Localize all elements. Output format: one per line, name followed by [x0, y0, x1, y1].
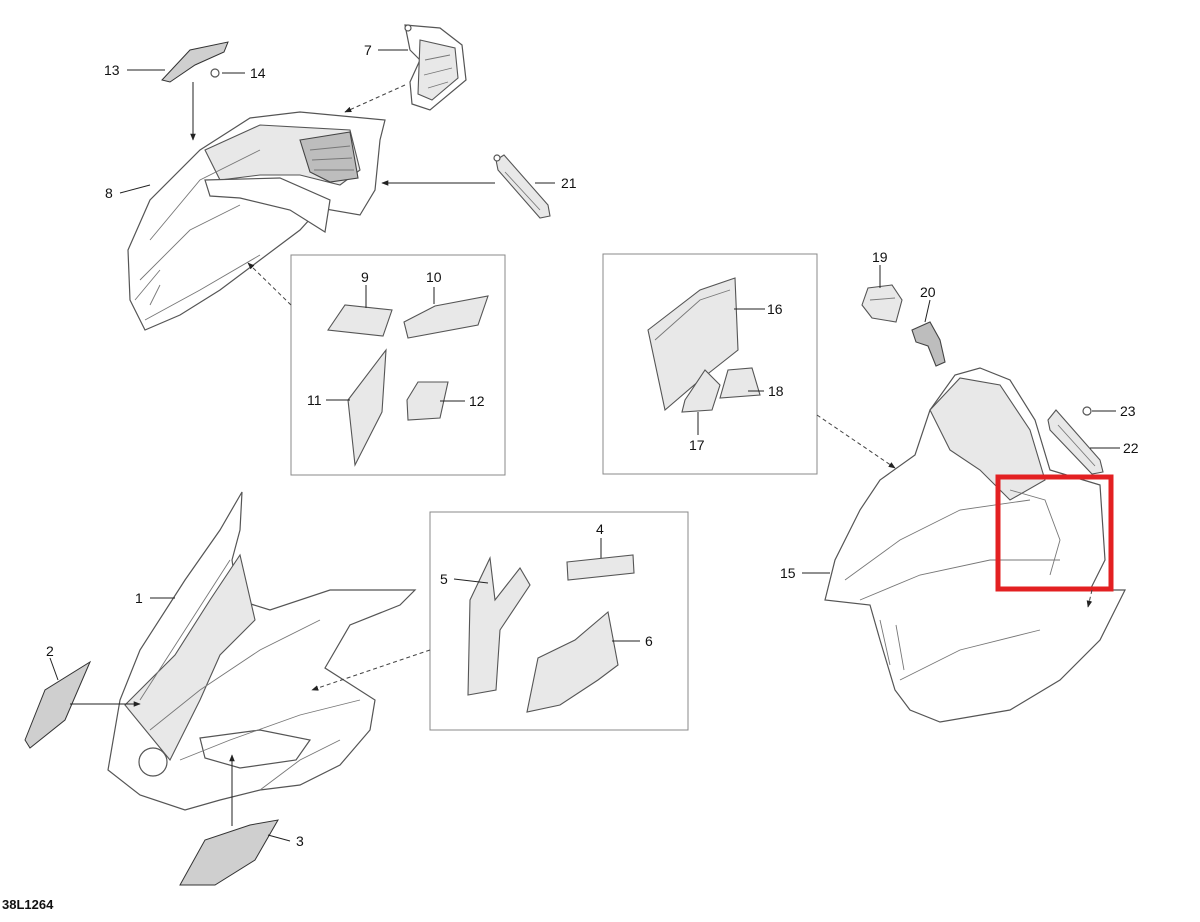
highlight-box	[995, 474, 1114, 592]
callout-13: 13	[104, 62, 120, 78]
callout-14: 14	[250, 65, 266, 81]
callout-labels: 13 14 7 8 21 9 10 11 12 16 18 17 19 20 2…	[46, 42, 1139, 849]
callout-15: 15	[780, 565, 796, 581]
part-14-screw	[210, 68, 220, 78]
inset-box-panels-16-18	[602, 253, 818, 475]
part-2-vent-grille	[24, 660, 92, 749]
callout-11: 11	[307, 392, 322, 408]
part-16-panel	[647, 277, 739, 412]
leader-lines	[49, 49, 1120, 842]
part-10-decal	[403, 295, 489, 339]
part-6-panel	[526, 610, 619, 713]
callout-2: 2	[46, 643, 54, 659]
inset-box-panels-4-6	[429, 511, 689, 731]
part-7-bracket	[404, 24, 467, 111]
callout-16: 16	[767, 301, 783, 317]
part-17-panel	[681, 369, 721, 413]
part-19-clip	[861, 284, 903, 323]
callout-20: 20	[920, 284, 936, 300]
callout-4: 4	[596, 521, 604, 537]
arrow-lines	[70, 82, 1093, 826]
callout-23: 23	[1120, 403, 1136, 419]
callout-21: 21	[561, 175, 577, 191]
part-23-screw	[1082, 406, 1092, 416]
part-1-front-fairing	[107, 491, 417, 811]
part-8-upper-fairing	[127, 111, 386, 331]
callout-18: 18	[768, 383, 784, 399]
part-4-strip	[566, 554, 635, 581]
callout-19: 19	[872, 249, 888, 265]
part-15-side-fairing	[824, 367, 1126, 723]
part-3-vent-grille	[179, 819, 279, 886]
callout-8: 8	[105, 185, 113, 201]
part-20-latch	[911, 321, 946, 367]
part-18-panel	[719, 367, 761, 399]
callout-10: 10	[426, 269, 442, 285]
callout-9: 9	[361, 269, 369, 285]
callout-12: 12	[469, 393, 485, 409]
part-5-panel	[467, 556, 531, 696]
inset-box-decals-9-12	[290, 254, 506, 476]
part-13-vent-strip	[161, 41, 229, 83]
callout-5: 5	[440, 571, 448, 587]
part-9-decal	[327, 304, 393, 337]
callout-17: 17	[689, 437, 705, 453]
callout-6: 6	[645, 633, 653, 649]
reference-code: 38L1264	[2, 897, 54, 912]
callout-3: 3	[296, 833, 304, 849]
part-12-decal	[406, 381, 449, 421]
part-21-strap	[493, 154, 551, 219]
part-22-strap	[1047, 409, 1104, 475]
callout-1: 1	[135, 590, 143, 606]
callout-7: 7	[364, 42, 372, 58]
part-11-decal	[347, 348, 387, 467]
callout-22: 22	[1123, 440, 1139, 456]
